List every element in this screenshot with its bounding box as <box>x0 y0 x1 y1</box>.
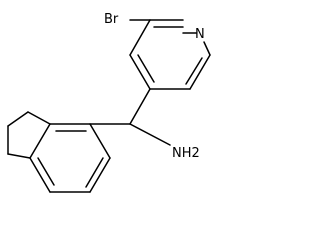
bond-ch-to-nh2 <box>129 123 171 146</box>
bond-b4-b5-inner <box>37 157 55 186</box>
bond-c4-c3-inner <box>137 54 155 83</box>
pyridine-nitrogen-label: N <box>195 27 205 42</box>
bond-b2-b3 <box>89 157 111 193</box>
bond-b2-b3-inner <box>85 157 104 188</box>
chemical-structure: Br N NH2 <box>7 12 211 193</box>
pyridine-ring <box>129 19 211 90</box>
bond-c6-c5 <box>189 54 211 90</box>
bond-n-c6 <box>203 41 211 56</box>
bond-b5-b6 <box>29 123 51 159</box>
bond-c5-b <box>7 111 29 127</box>
bond-c4-c3 <box>129 54 151 90</box>
bond-c5-d <box>7 153 31 159</box>
amine-label: NH2 <box>172 146 200 161</box>
bond-b1-b2 <box>89 123 111 159</box>
bond-c6-c5-inner <box>185 57 203 85</box>
bond-b4-b5 <box>29 157 51 193</box>
bond-c3-c2 <box>129 19 151 56</box>
indane-benzene-ring <box>29 123 111 193</box>
bond-c5-a <box>27 111 51 125</box>
indane-cyclopentane-ring <box>7 111 51 159</box>
bromine-label: Br <box>104 12 119 27</box>
bond-ring-to-ch <box>129 88 151 125</box>
